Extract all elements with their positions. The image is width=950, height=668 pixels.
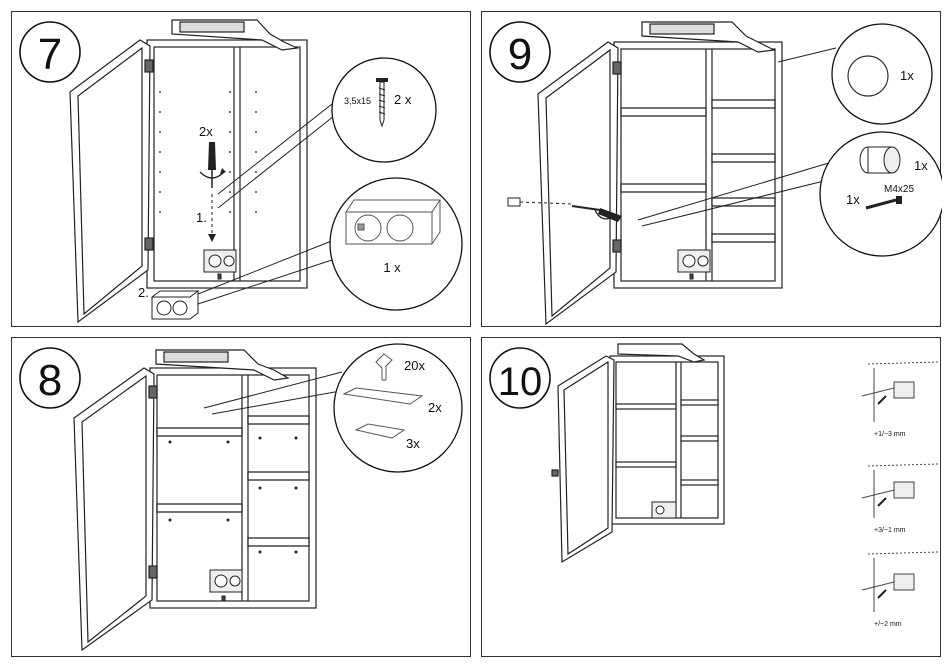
bolt-size-label: M4x25 bbox=[884, 184, 914, 195]
socket-box-loose bbox=[152, 291, 198, 319]
mirror-door bbox=[74, 368, 157, 650]
step-9-illustration: 9 bbox=[482, 12, 942, 328]
peg-qty-label: 20x bbox=[404, 358, 425, 373]
socket-box-installed bbox=[652, 502, 676, 518]
socket-box-icon bbox=[346, 200, 440, 244]
knob-callout: 1x 1x M4x25 bbox=[820, 132, 942, 256]
screw-size-label: 3,5x15 bbox=[344, 96, 371, 106]
step-marker-2: 2. bbox=[138, 285, 149, 300]
step-10-panel: 10 bbox=[481, 337, 941, 657]
step-number: 8 bbox=[38, 356, 62, 405]
cap-qty-label: 1x bbox=[900, 68, 914, 83]
screw-qty-label: 2 x bbox=[394, 92, 412, 107]
hinge-adjust-3 bbox=[862, 552, 938, 612]
shelf-large-qty-label: 2x bbox=[428, 400, 442, 415]
screw-count-label: 2x bbox=[199, 124, 213, 139]
mirror-door bbox=[552, 356, 614, 562]
cabinet bbox=[147, 20, 307, 288]
step-number: 10 bbox=[498, 360, 543, 404]
step-marker-1: 1. bbox=[196, 210, 207, 225]
hinge-adjust-3-label: +/−2 mm bbox=[874, 621, 902, 628]
mirror-door bbox=[70, 40, 153, 322]
step-9-panel: 9 bbox=[481, 11, 941, 327]
mirror-door bbox=[538, 42, 621, 324]
shelf-small-qty-label: 3x bbox=[406, 436, 420, 451]
cabinet bbox=[610, 344, 724, 524]
hinge-adjust-1-label: +1/−3 mm bbox=[874, 431, 906, 438]
screw-callout: 3,5x15 2 x bbox=[332, 58, 436, 162]
hinge-adjust-1 bbox=[862, 362, 938, 422]
knob-icon bbox=[860, 147, 900, 173]
step-10-illustration: 10 bbox=[482, 338, 942, 658]
knob-qty-label: 1x bbox=[914, 158, 928, 173]
step-number: 9 bbox=[508, 30, 532, 79]
step-number: 7 bbox=[38, 30, 62, 79]
step-7-illustration: 7 bbox=[12, 12, 472, 328]
cap-icon bbox=[848, 56, 888, 96]
hinge-adjust-2-label: +3/−1 mm bbox=[874, 527, 906, 534]
box-qty-label: 1 x bbox=[383, 260, 401, 275]
parts-callout: 20x 2x 3x bbox=[334, 344, 462, 472]
cap-callout: 1x bbox=[832, 24, 932, 124]
step-7-panel: 7 bbox=[11, 11, 471, 327]
box-callout: 1 x bbox=[330, 178, 462, 310]
bolt-qty-label: 1x bbox=[846, 192, 860, 207]
step-8-panel: 8 bbox=[11, 337, 471, 657]
step-8-illustration: 8 bbox=[12, 338, 472, 658]
hinge-adjust-2 bbox=[862, 464, 938, 518]
